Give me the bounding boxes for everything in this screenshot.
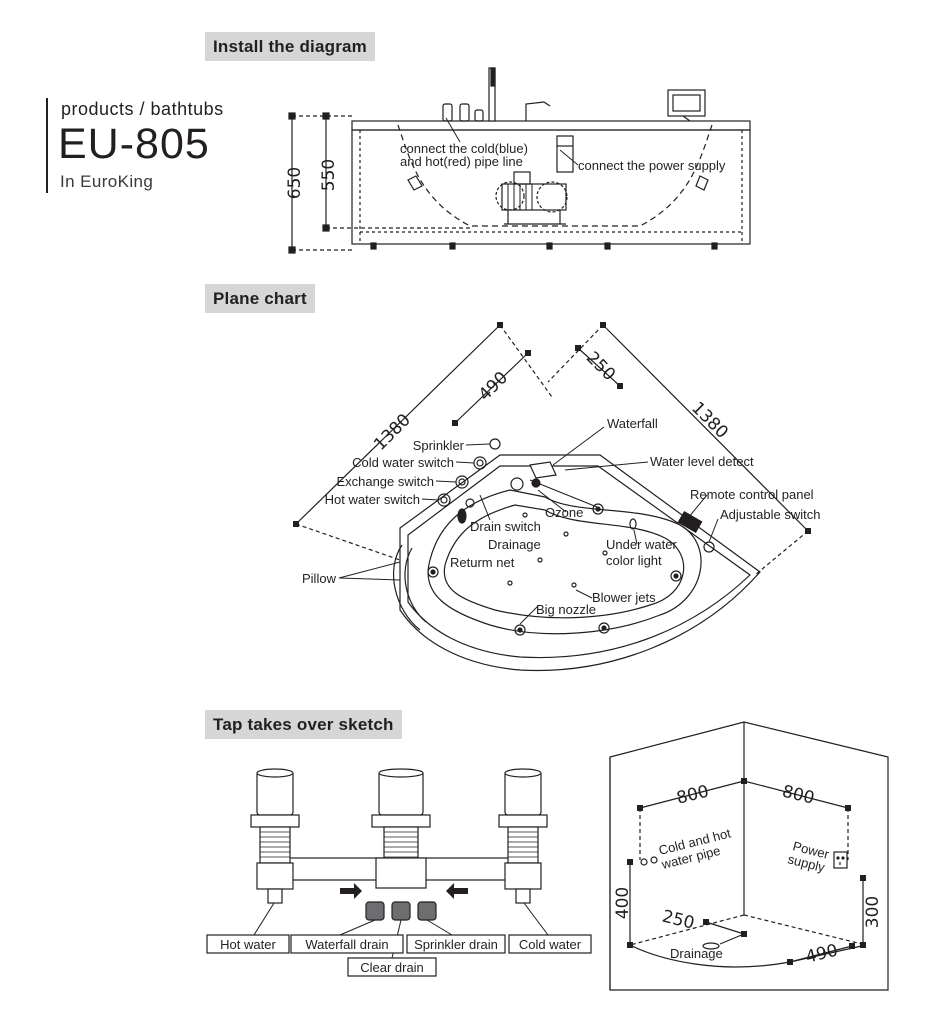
- box-sprinkler-drain: [406, 934, 506, 954]
- dim-250-room: 250: [660, 907, 696, 934]
- box-clear-drain: [347, 957, 437, 977]
- pipe-connector-2: [650, 856, 658, 864]
- drain-hole: [702, 942, 720, 950]
- dim-800-right: 800: [780, 782, 816, 809]
- pillow: [392, 544, 421, 631]
- adjustable-switch: [703, 541, 715, 553]
- tap-cold: [498, 768, 548, 904]
- tap-hot: [250, 768, 300, 904]
- plane-chart: [293, 322, 811, 672]
- valve-1: [442, 103, 453, 122]
- label-big-nozzle: Big nozzle: [536, 602, 596, 617]
- tub-footprint: [629, 944, 867, 968]
- cold-switch: [473, 456, 487, 470]
- tub-feet: [370, 242, 718, 250]
- dim-550: 550: [319, 159, 339, 191]
- jet-right: [695, 175, 709, 191]
- tub-rim: [351, 120, 751, 131]
- dim-650: 650: [285, 167, 305, 199]
- section-title-tap: Tap takes over sketch: [205, 710, 402, 739]
- dim-line-490-room: [789, 945, 853, 963]
- dim-400: 400: [613, 887, 633, 919]
- brand-divider: [46, 98, 48, 193]
- product-model: EU-805: [58, 120, 210, 168]
- basin-outline: [397, 124, 713, 227]
- label-under-water-2: color light: [606, 553, 662, 568]
- dim-line-1380-left: [295, 324, 501, 525]
- pipe-note-line1: connect the cold(blue): [400, 141, 528, 156]
- tap-sketch: [206, 768, 592, 977]
- label-drainage: Drainage: [488, 537, 541, 552]
- label-waterfall-drain: Waterfall drain: [305, 937, 388, 952]
- label-remote-control-panel: Remote control panel: [690, 487, 814, 502]
- basin: [427, 489, 702, 635]
- dim-300: 300: [863, 896, 883, 928]
- label-ozone: Ozone: [545, 505, 583, 520]
- dim-line-800-left: [639, 780, 745, 809]
- pump-motor: [501, 183, 567, 211]
- product-category: products / bathtubs: [61, 99, 224, 119]
- label-blower-jets: Blower jets: [592, 590, 656, 605]
- jet-left: [407, 175, 423, 191]
- label-waterfall: Waterfall: [607, 416, 658, 431]
- label-cold-water-switch: Cold water switch: [352, 455, 454, 470]
- section-title-plane: Plane chart: [205, 284, 315, 313]
- dim-1380-left: 1380: [370, 410, 415, 455]
- product-maker: In EuroKing: [60, 172, 154, 191]
- label-room-drainage: Drainage: [670, 946, 723, 961]
- valve-2: [459, 103, 470, 122]
- dim-line-250: [577, 347, 621, 387]
- label-clear-drain: Clear drain: [360, 960, 424, 975]
- power-note: connect the power supply: [578, 158, 726, 173]
- dim-1380-right: 1380: [687, 398, 732, 443]
- label-sprinkler-drain: Sprinkler drain: [414, 937, 498, 952]
- power-box: [556, 135, 574, 173]
- spout: [525, 101, 551, 121]
- remote-panel: [677, 510, 703, 534]
- install-diagram: [288, 67, 751, 254]
- label-hot-water: Hot water: [220, 937, 276, 952]
- dim-line-490: [454, 352, 529, 424]
- jets: [427, 498, 682, 636]
- box-cold-water: [508, 934, 592, 954]
- section-title-install: Install the diagram: [205, 32, 376, 61]
- box-waterfall-drain: [290, 934, 404, 954]
- label-sprinkler: Sprinkler: [413, 438, 465, 453]
- pipe-connector-1: [640, 858, 648, 866]
- label-water-level-detect: Water level detect: [650, 454, 754, 469]
- power-outlet: [833, 851, 848, 869]
- pipe-note-line2: and hot(red) pipe line: [400, 154, 523, 169]
- dim-490-room: 490: [804, 941, 840, 968]
- waterfall-fixture: [529, 461, 557, 479]
- label-pillow: Pillow: [302, 571, 337, 586]
- label-return-net: Returm net: [450, 555, 515, 570]
- sprinkler-knob: [489, 438, 501, 450]
- ozone-port: [510, 477, 524, 491]
- label-hot-water-switch: Hot water switch: [325, 492, 420, 507]
- label-drain-switch: Drain switch: [470, 519, 541, 534]
- dim-800-left: 800: [675, 782, 711, 809]
- label-adjustable-switch: Adjustable switch: [720, 507, 820, 522]
- tub-outline: [399, 454, 761, 672]
- dim-line-250-room: [705, 921, 745, 935]
- dim-line-800-right: [743, 780, 849, 809]
- label-cold-water: Cold water: [519, 937, 582, 952]
- label-exchange-switch: Exchange switch: [336, 474, 434, 489]
- tap-center: [365, 768, 437, 921]
- dim-line-1380-right: [602, 324, 809, 532]
- flow-arrows: [340, 883, 468, 899]
- label-under-water-1: Under water: [606, 537, 677, 552]
- box-hot-water: [206, 934, 290, 954]
- room-corner: [609, 721, 889, 991]
